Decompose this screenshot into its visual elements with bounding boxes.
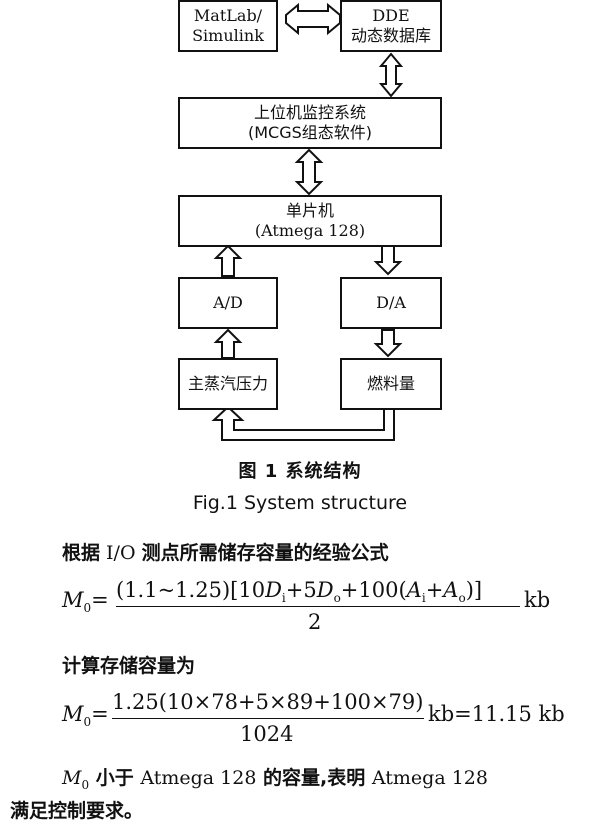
eq1-unit: kb <box>524 588 551 612</box>
eq1-lhs: M0= <box>62 588 109 616</box>
arrow-dde-upper <box>378 52 404 98</box>
eq1-num-10: A <box>443 578 459 602</box>
paragraph-formula-intro: 根据 I/O 测点所需储存容量的经验公式 <box>62 538 389 565</box>
eq1-lhs-var: M <box>62 588 84 612</box>
eq1-num-5: o <box>333 591 341 606</box>
upper-line2: (MCGS组态软件) <box>247 123 373 142</box>
da-box: D/A <box>340 277 442 329</box>
mcu-line2: (Atmega 128) <box>254 221 366 240</box>
paragraph-compute: 计算存储容量为 <box>62 655 196 677</box>
eq2-numerator: 1.25(10×78+5×89+100×79) <box>112 690 424 714</box>
para1-cn: 根据 <box>62 542 101 564</box>
eq1-fraction-bar <box>116 606 520 607</box>
eq2-fraction-bar <box>112 718 424 719</box>
conclusion-line1: M0 小于 Atmega 128 的容量,表明 Atmega 128 <box>62 763 488 792</box>
eq1-num-4: D <box>316 578 334 602</box>
eq1-num-1: D <box>265 578 282 602</box>
eq1-num-7: A <box>406 578 422 602</box>
fuel-box: 燃料量 <box>340 358 442 410</box>
conclusion-sub: 0 <box>81 777 90 792</box>
upper-line1: 上位机监控系统 <box>253 103 366 122</box>
figure-caption-cn: 图 1 系统结构 <box>238 461 362 482</box>
da-label: D/A <box>376 293 406 312</box>
eq1-num-6: +100( <box>340 578 407 602</box>
eq1-num-9: + <box>425 578 444 602</box>
conclusion-b: Atmega 128 <box>140 767 257 789</box>
conclusion-line2: 满足控制要求。 <box>10 800 144 822</box>
diagram-connectors <box>211 2 404 441</box>
figure-caption-en: Fig.1 System structure <box>192 492 408 514</box>
arrow-ad-mcu <box>213 244 243 277</box>
para1-rest: 测点所需储存容量的经验公式 <box>141 542 389 564</box>
eq1-num-8: i <box>421 591 426 606</box>
eq1-num-12: )] <box>465 578 483 602</box>
arrow-upper-mcu <box>294 148 324 196</box>
equation-2: M0= 1.25(10×78+5×89+100×79) 1024 kb=11.1… <box>62 690 582 750</box>
eq1-num-3: +5 <box>285 578 317 602</box>
eq2-result: kb=11.15 kb <box>428 702 565 726</box>
eq1-lhs-sub: 0 <box>83 601 92 616</box>
equation-1: M0= (1.1~1.25)[10Di+5Do+100(Ai+Ao)] 2 kb <box>62 578 582 640</box>
conclusion-d: Atmega 128 <box>371 767 488 789</box>
para1-io: I/O <box>100 542 142 564</box>
arrow-matlab-dde <box>285 2 341 36</box>
eq1-denominator: 2 <box>308 610 322 634</box>
steam-label: 主蒸汽压力 <box>187 374 268 393</box>
arrow-steam-ad <box>213 328 243 359</box>
dde-line2: 动态数据库 <box>350 26 431 45</box>
eq2-lhs-var: M <box>62 702 84 726</box>
fuel-label: 燃料量 <box>366 374 415 393</box>
upper-computer-box: 上位机监控系统 (MCGS组态软件) <box>178 97 442 149</box>
arrow-da-fuel <box>373 329 403 358</box>
eq1-num-11: o <box>458 591 466 606</box>
conclusion-m: M <box>62 767 82 789</box>
arrow-mcu-da <box>373 245 403 276</box>
matlab-box: MatLab/ Simulink <box>178 0 278 52</box>
ad-label: A/D <box>213 293 243 312</box>
dde-line1: DDE <box>372 6 410 25</box>
dde-box: DDE 动态数据库 <box>340 0 442 52</box>
eq1-num-0: (1.1~1.25)[10 <box>116 578 266 602</box>
loop-outer <box>211 405 395 441</box>
conclusion-c: 的容量,表明 <box>256 767 372 789</box>
eq1-numerator: (1.1~1.25)[10Di+5Do+100(Ai+Ao)] <box>116 578 482 605</box>
ad-box: A/D <box>178 277 278 329</box>
eq2-denominator: 1024 <box>240 722 294 746</box>
mcu-box: 单片机 (Atmega 128) <box>178 195 442 247</box>
mcu-line1: 单片机 <box>285 201 334 220</box>
system-structure-diagram: MatLab/ Simulink DDE 动态数据库 上位机监控系统 (MCGS… <box>178 0 442 441</box>
eq2-lhs-sub: 0 <box>83 715 92 730</box>
steam-pressure-box: 主蒸汽压力 <box>178 358 278 410</box>
eq1-num-2: i <box>281 591 286 606</box>
conclusion-a: 小于 <box>89 767 141 789</box>
matlab-line1: MatLab/ <box>193 6 263 25</box>
eq2-lhs: M0= <box>62 702 109 730</box>
matlab-line2: Simulink <box>192 26 264 45</box>
